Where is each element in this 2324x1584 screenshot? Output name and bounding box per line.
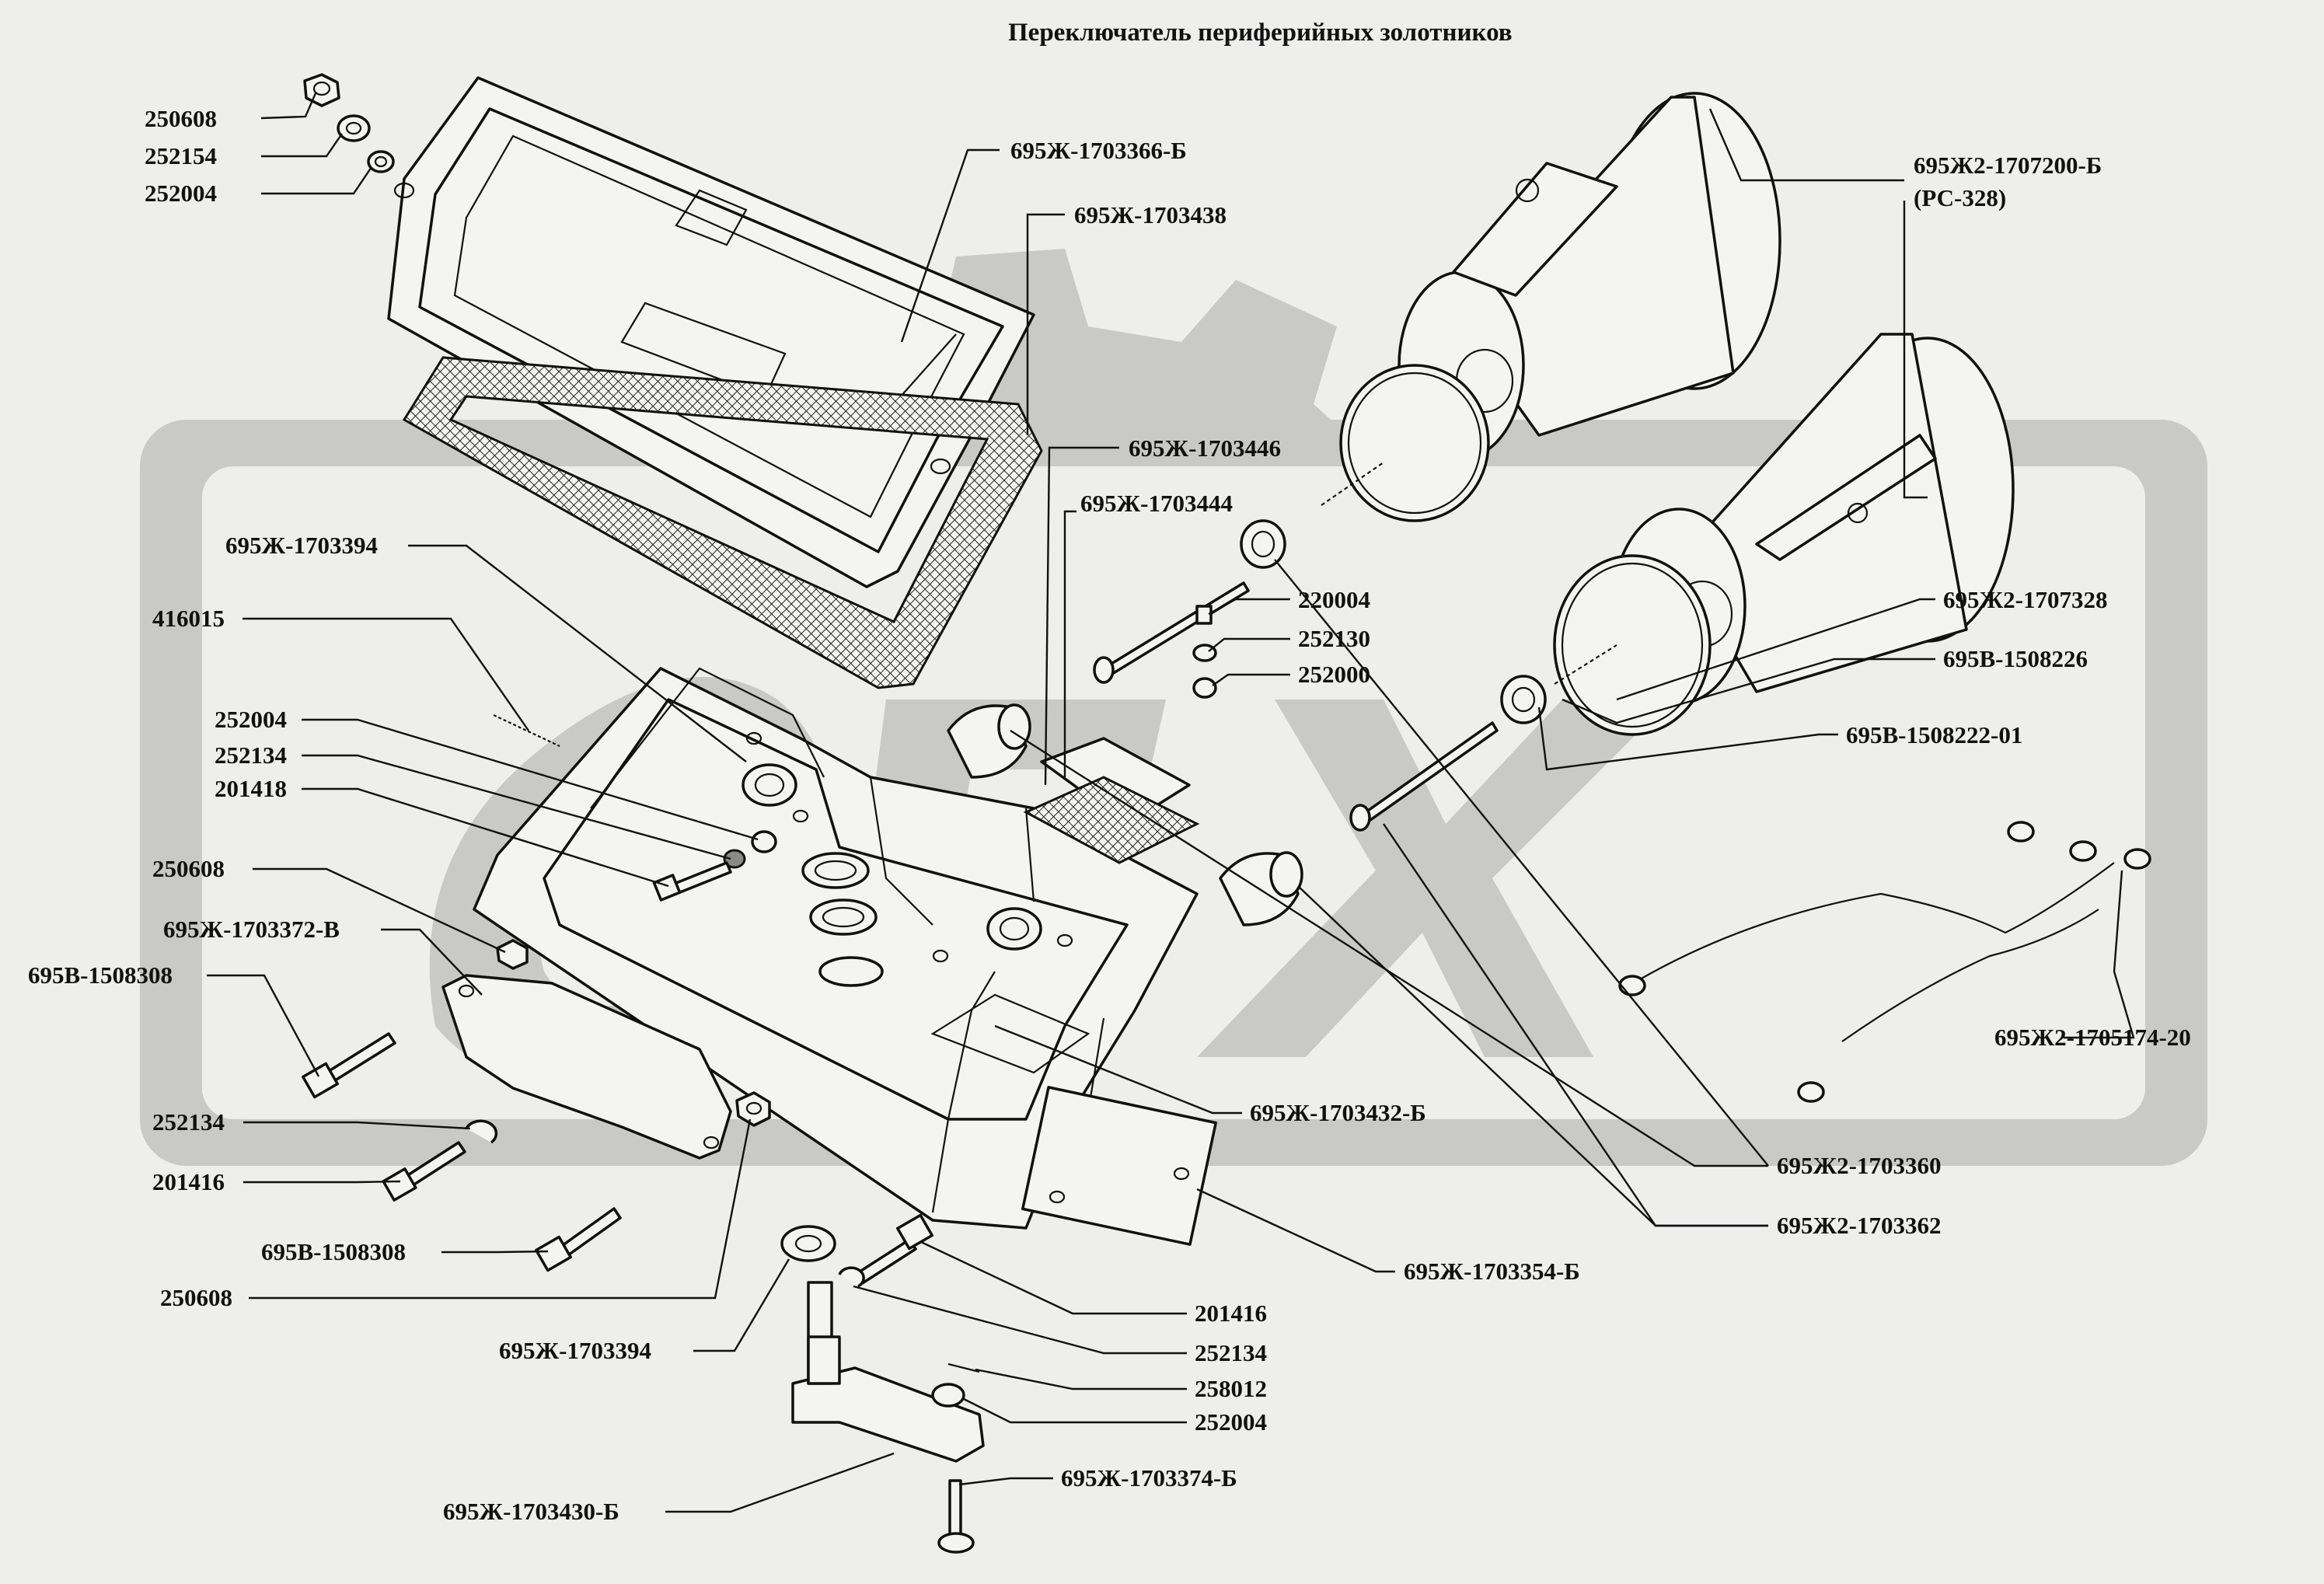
cylinder-upper <box>1398 92 1781 460</box>
plate-1703372 <box>441 974 732 1160</box>
bolt-1508308-upper <box>302 1032 396 1099</box>
label-220004: 220004 <box>1298 586 1370 613</box>
label-1703372: 695Ж-1703372-В <box>163 916 340 943</box>
bolt-201416-low <box>853 1213 933 1286</box>
gasket-1703438 <box>402 356 1043 689</box>
label-252000: 252000 <box>1298 661 1370 688</box>
label-1703394-top: 695Ж-1703394 <box>225 532 378 559</box>
lever-1703430 <box>791 1281 985 1463</box>
label-1703374: 695Ж-1703374-Б <box>1061 1464 1237 1492</box>
washer-252154 <box>337 114 371 142</box>
label-1703366: 695Ж-1703366-Б <box>1010 137 1187 164</box>
nut-250608-low <box>735 1091 771 1127</box>
nut-250608-mid <box>496 939 529 970</box>
part-labels: 250608 252154 252004 695Ж-1703366-Б 695Ж… <box>28 105 2191 1525</box>
label-252004-lever: 252004 <box>1195 1408 1267 1436</box>
label-201418: 201418 <box>215 775 287 802</box>
label-252004-mid: 252004 <box>215 706 287 733</box>
oring-lower <box>1553 554 1712 736</box>
label-1508226: 695В-1508226 <box>1943 645 2088 672</box>
label-1707200: 695Ж2-1707200-Б <box>1914 152 2102 179</box>
label-252134-lever: 252134 <box>1195 1339 1267 1366</box>
label-250608-top: 250608 <box>145 105 217 132</box>
label-1703354: 695Ж-1703354-Б <box>1404 1258 1580 1285</box>
label-1703444: 695Ж-1703444 <box>1080 490 1233 517</box>
label-1703360: 695Ж2-1703360 <box>1777 1152 1941 1179</box>
oring-upper <box>1339 364 1490 522</box>
label-1703430: 695Ж-1703430-Б <box>443 1498 619 1525</box>
bolt-201416-left <box>382 1141 466 1202</box>
pin-258012 <box>947 1362 980 1373</box>
label-1707328: 695Ж2-1707328 <box>1943 586 2107 613</box>
pin-1703374 <box>937 1479 975 1554</box>
label-rs328: (РС-328) <box>1914 184 2006 211</box>
diagram-title: Переключатель периферийных золотников <box>1008 19 1513 47</box>
rod-1508222 <box>1349 721 1499 832</box>
label-1703438: 695Ж-1703438 <box>1074 201 1227 229</box>
washer-252004-top <box>367 150 395 173</box>
diaphragm-1703446 <box>1023 737 1200 864</box>
label-1703432: 695Ж-1703432-Б <box>1250 1099 1426 1126</box>
washer-252134-mid <box>723 849 746 869</box>
seal-rings <box>801 852 884 987</box>
spring-upper <box>1321 462 1384 506</box>
bolt-201418 <box>652 861 732 902</box>
label-252154: 252154 <box>145 142 217 169</box>
spring-lower <box>1554 644 1617 685</box>
washer-252134-lever <box>838 1266 865 1288</box>
label-250608-low: 250608 <box>160 1284 232 1311</box>
label-1703394-low: 695Ж-1703394 <box>499 1337 651 1364</box>
cover-1703366 <box>387 76 1035 588</box>
label-201416-low: 201416 <box>1195 1300 1267 1327</box>
label-258012: 258012 <box>1195 1375 1267 1402</box>
label-252004-top: 252004 <box>145 180 217 207</box>
leader-lines <box>207 92 2135 1513</box>
bushing-1703360 <box>947 703 1031 779</box>
label-252130: 252130 <box>1298 625 1370 652</box>
bolt-220004 <box>1195 605 1213 625</box>
label-1703362: 695Ж2-1703362 <box>1777 1212 1941 1239</box>
label-1705174: 695Ж2-1705174-20 <box>1994 1024 2191 1051</box>
label-252134-low: 252134 <box>152 1108 225 1136</box>
washer-1703394-low <box>780 1225 836 1262</box>
seal-1703444 <box>1240 519 1286 569</box>
nut-250608-top <box>303 73 340 107</box>
bolt-1508308-lower <box>535 1207 622 1272</box>
washer-252004-mid <box>751 830 777 853</box>
label-250608-mid: 250608 <box>152 855 225 882</box>
label-1508308-upper: 695В-1508308 <box>28 961 173 989</box>
washer-252134-low <box>465 1119 498 1144</box>
label-416015: 416015 <box>152 605 225 632</box>
label-1508222: 695В-1508222-01 <box>1846 721 2022 748</box>
label-252134-mid: 252134 <box>215 741 287 769</box>
nut-252000 <box>1192 677 1217 699</box>
washer-252004-lever <box>931 1383 965 1408</box>
spring-416015 <box>493 714 560 747</box>
label-201416-left: 201416 <box>152 1168 225 1195</box>
label-1703446: 695Ж-1703446 <box>1129 434 1281 462</box>
bushing-1508226 <box>1500 675 1547 724</box>
label-1508308-lower: 695В-1508308 <box>261 1238 406 1265</box>
